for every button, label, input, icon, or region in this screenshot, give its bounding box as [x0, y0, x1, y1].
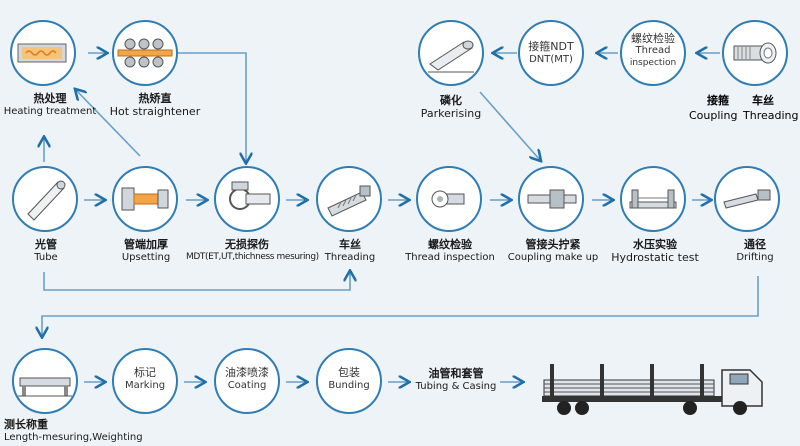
arrow-upset-to-heat [76, 90, 141, 157]
make-up-icon [527, 189, 577, 209]
tube-en: Tube [34, 252, 58, 263]
threading-zh-mid: 车丝 [339, 238, 361, 251]
coupling-make-up-en: Coupling make up [507, 252, 599, 263]
mdt-zh: 无损探伤 [225, 238, 269, 251]
marking-zh: 标记 [134, 366, 156, 379]
thread-inspection-top-en1: Thread [635, 45, 671, 56]
thread-inspection-zh: 螺纹检验 [428, 238, 472, 251]
coupling-zh: 接箍 [707, 94, 729, 107]
parkerising-zh: 磷化 [440, 94, 462, 107]
coating-zh: 油漆喷漆 [225, 366, 269, 379]
drifting-en: Drifting [736, 252, 774, 263]
arrow-tube-bypass-to-threading [43, 272, 350, 291]
marking-en: Marking [124, 380, 166, 391]
threading-node [316, 166, 382, 232]
hydrostatic-node [620, 166, 686, 232]
scale-icon [18, 377, 72, 397]
bunding-node: 包装 Bunding [316, 348, 382, 414]
length-weighting-node [12, 348, 78, 414]
thread-inspection-top-en2: inspection [629, 58, 677, 68]
parkerising-icon [428, 40, 474, 73]
thread-inspection-top-node: 螺纹检验 Thread inspection [620, 20, 686, 86]
tube-zh: 光管 [35, 238, 57, 251]
hot-straightener-zh: 热矫直 [138, 92, 172, 105]
tube-icon [27, 180, 66, 221]
parkerising-en: Parkerising [420, 107, 482, 120]
drifting-zh: 通径 [744, 238, 766, 251]
arrow-park-to-cmu [479, 91, 540, 160]
mdt-node [214, 166, 280, 232]
thread-inspection-top-zh: 螺纹检验 [631, 32, 675, 45]
heat-treatment-en: Heating treatment [3, 106, 97, 117]
threading-icon [327, 185, 371, 217]
straightener-icon [117, 38, 173, 68]
upsetting-zh: 管端加厚 [124, 238, 168, 251]
coupling-ndt-line2: DNT(MT) [529, 54, 573, 65]
arrow-hot-to-mdt [178, 52, 246, 162]
bunding-en: Bunding [328, 380, 370, 391]
hydrostatic-zh: 水压实验 [633, 238, 677, 251]
upsetting-en: Upsetting [121, 252, 171, 263]
heat-treatment-node [10, 20, 76, 86]
coating-en: Coating [227, 380, 267, 391]
coupling-make-up-zh: 管接头拧紧 [525, 238, 581, 251]
coupling-en: Coupling [689, 109, 738, 122]
coupling-icon [733, 42, 777, 64]
coupling-threading-node [722, 20, 788, 86]
coating-node: 油漆喷漆 Coating [214, 348, 280, 414]
threading-en: Threading [743, 109, 799, 122]
length-weighting-en: Length-mesuring,Weighting [4, 432, 143, 443]
length-weighting-zh: 测长称重 [4, 418, 48, 431]
bunding-zh: 包装 [338, 366, 360, 379]
tubing-casing-zh: 油管和套管 [428, 367, 484, 380]
hydrostatic-icon [629, 189, 677, 209]
coupling-ndt-node: 接箍NDT DNT(MT) [518, 20, 584, 86]
upsetting-node [112, 166, 178, 232]
tube-node [12, 166, 78, 232]
marking-node: 标记 Marking [112, 348, 178, 414]
upsetting-icon [121, 187, 169, 211]
hydrostatic-en: Hydrostatic test [611, 251, 699, 264]
thread-inspection-en: Thread inspection [405, 252, 495, 263]
drift-mandrel-icon [723, 189, 771, 209]
arrow-drift-to-length [42, 276, 759, 336]
threading-en-mid: Threading [324, 252, 376, 263]
drifting-node [714, 166, 780, 232]
hot-straightener-en: Hot straightener [109, 105, 201, 118]
parkerising-node [418, 20, 484, 86]
threading-zh: 车丝 [752, 94, 774, 107]
hot-straightener-node [112, 20, 178, 86]
truck-icon [542, 364, 763, 415]
furnace-icon [17, 43, 67, 63]
mdt-en: MDT(ET,UT,thichness mesuring) [186, 252, 319, 262]
ndt-inspection-icon [229, 181, 271, 210]
coupling-ndt-line1: 接箍NDT [528, 40, 574, 53]
heat-treatment-zh: 热处理 [33, 92, 67, 105]
coupling-make-up-node [518, 166, 584, 232]
thread-inspection-node [416, 166, 482, 232]
thread-gauge-icon [431, 190, 465, 208]
tubing-casing-en: Tubing & Casing [415, 381, 497, 392]
